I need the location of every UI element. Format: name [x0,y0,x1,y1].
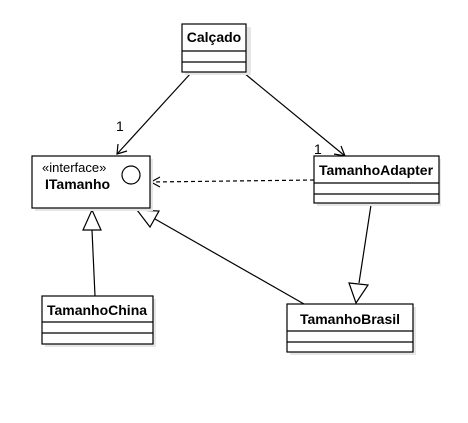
class-name-tamanhoadapter: TamanhoAdapter [319,162,434,178]
class-name-calcado: Calçado [187,29,241,45]
class-name-tamanhobrasil: TamanhoBrasil [300,311,400,327]
edge-calcado-itamanho [116,72,192,155]
edge-tamanhochina-itamanho [82,208,102,297]
multiplicity-tamanhoadapter: 1 [314,141,322,157]
class-name-tamanhochina: TamanhoChina [47,302,147,318]
edge-tamanhoadapter-tamanhobrasil [348,204,372,305]
class-name-itamanho: ITamanho [45,176,110,192]
class-calcado[interactable]: Calçado [181,23,251,75]
multiplicity-itamanho: 1 [116,118,124,134]
edge-tamanhoadapter-itamanho [149,176,315,188]
class-tamanhoadapter[interactable]: TamanhoAdapter [313,155,441,206]
interface-itamanho[interactable]: «interface» ITamanho [31,155,153,211]
class-tamanhobrasil[interactable]: TamanhoBrasil [286,303,416,355]
interface-lollipop-icon [121,165,141,185]
class-tamanhochina[interactable]: TamanhoChina [41,295,156,347]
stereotype-interface: «interface» [42,160,106,175]
edge-calcado-tamanhoadapter [243,72,346,157]
edge-tamanhobrasil-itamanho [135,209,305,305]
